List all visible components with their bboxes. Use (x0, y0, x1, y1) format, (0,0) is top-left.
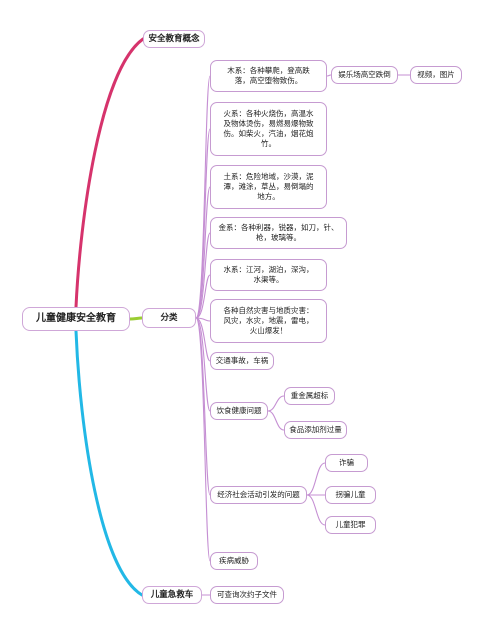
abduction-node[interactable]: 拐骗儿童 (325, 486, 376, 504)
water-node[interactable]: 水系：江河，湖泊，深沟， 水渠等。 (210, 259, 327, 291)
emergency-branch-link (74, 329, 144, 597)
concept-node[interactable]: 安全教育概念 (143, 30, 205, 48)
link-disease (195, 317, 211, 562)
disaster-node[interactable]: 各种自然灾害与地质灾害： 风灾，水灾，地震，雷电， 火山爆发！ (210, 299, 327, 343)
link-additive (267, 410, 285, 431)
disease-node[interactable]: 疾病威胁 (210, 552, 258, 570)
link-heavy-metal (267, 395, 285, 412)
additive-node[interactable]: 食品添加剂过量 (284, 421, 347, 439)
fraud-node[interactable]: 诈骗 (325, 454, 368, 472)
media-node[interactable]: 视频，图片 (410, 66, 462, 84)
emergency-file-node[interactable]: 可查询次约子文件 (210, 586, 284, 604)
root-node[interactable]: 儿童健康安全教育 (22, 307, 130, 331)
earth-node[interactable]: 土系：危险地域，沙漠，泥 潭，滩涂，草丛，易倒塌的 地方。 (210, 165, 327, 209)
fire-node[interactable]: 火系：各种火烧伤，高温水 及物体烫伤，易燃易爆物致 伤。如柴火，汽油，烟花炮 竹… (210, 102, 327, 156)
category-branch-link (128, 316, 144, 321)
link-fire (195, 128, 211, 319)
amusement-node[interactable]: 娱乐场高空跌倒 (331, 66, 398, 84)
metal-node[interactable]: 金系：各种利器，锐器，如刀，针、 枪，玻璃等。 (210, 217, 347, 249)
category-node[interactable]: 分类 (142, 308, 196, 328)
link-water (195, 274, 211, 319)
link-earth (195, 186, 211, 319)
emergency-node[interactable]: 儿童急救车 (142, 586, 202, 604)
link-disaster (195, 317, 211, 322)
economic-node[interactable]: 经济社会活动引发的问题 (210, 486, 307, 504)
traffic-node[interactable]: 交通事故，车祸 (210, 352, 274, 370)
food-node[interactable]: 饮食健康问题 (210, 402, 268, 420)
link-amusement (326, 74, 332, 77)
link-metal (195, 232, 211, 319)
link-food (195, 317, 211, 412)
link-fraud (306, 462, 326, 496)
heavy-metal-node[interactable]: 重金属超标 (284, 387, 335, 405)
wood-node[interactable]: 木系：各种攀爬，登高跌 落，高空堕物致伤。 (210, 60, 327, 92)
concept-branch-link (74, 37, 145, 309)
crime-node[interactable]: 儿童犯罪 (325, 516, 376, 534)
link-crime (306, 494, 326, 526)
